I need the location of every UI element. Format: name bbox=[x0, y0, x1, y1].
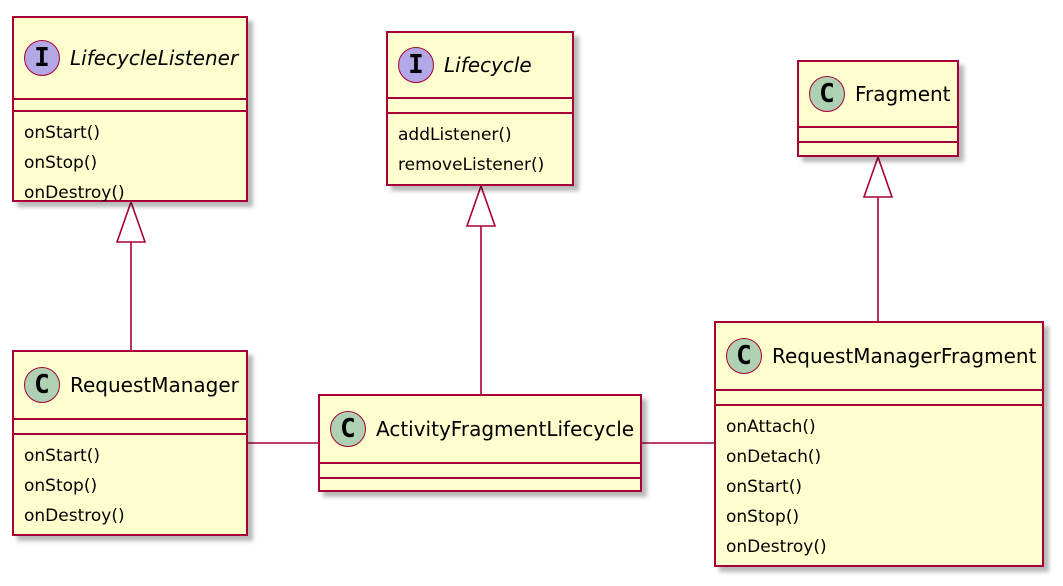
generalization-requestmanagerfragment-fragment bbox=[862, 154, 894, 321]
methods-section bbox=[799, 141, 957, 154]
class-header: C RequestManagerFragment bbox=[716, 323, 1042, 389]
class-badge-icon: C bbox=[726, 338, 762, 374]
method-item: onDestroy() bbox=[24, 506, 125, 526]
method-item: onAttach() bbox=[726, 417, 816, 437]
class-activityfragmentlifecycle[interactable]: C ActivityFragmentLifecycle bbox=[318, 394, 642, 492]
method-item: onStart() bbox=[24, 123, 100, 143]
class-name: RequestManager bbox=[70, 373, 239, 397]
method-item: onDestroy() bbox=[24, 183, 125, 203]
class-name: LifecycleListener bbox=[70, 46, 239, 70]
attributes-section bbox=[716, 389, 1042, 404]
methods-section: onStart() onStop() onDestroy() bbox=[14, 433, 246, 535]
class-lifecyclelistener[interactable]: I LifecycleListener onStart() onStop() o… bbox=[12, 16, 248, 203]
method-item: onStop() bbox=[24, 476, 98, 496]
attributes-section bbox=[388, 97, 572, 112]
class-name: Fragment bbox=[855, 82, 951, 106]
method-item: addListener() bbox=[398, 125, 512, 145]
interface-badge-icon: I bbox=[398, 47, 434, 83]
class-fragment[interactable]: C Fragment bbox=[797, 60, 959, 157]
attributes-section bbox=[14, 98, 246, 110]
generalization-requestmanager-lifecyclelistener bbox=[115, 199, 147, 350]
class-name: RequestManagerFragment bbox=[772, 344, 1037, 368]
method-item: onStop() bbox=[24, 153, 98, 173]
class-requestmanagerfragment[interactable]: C RequestManagerFragment onAttach() onDe… bbox=[714, 321, 1044, 567]
method-item: removeListener() bbox=[398, 155, 545, 175]
class-lifecycle[interactable]: I Lifecycle addListener() removeListener… bbox=[386, 31, 574, 186]
method-item: onStart() bbox=[726, 477, 802, 497]
class-name: Lifecycle bbox=[444, 53, 532, 77]
class-header: C RequestManager bbox=[14, 352, 246, 418]
class-header: I Lifecycle bbox=[388, 33, 572, 97]
class-badge-icon: C bbox=[330, 411, 366, 447]
class-name: ActivityFragmentLifecycle bbox=[376, 417, 635, 441]
methods-section: onAttach() onDetach() onStart() onStop()… bbox=[716, 404, 1042, 566]
class-requestmanager[interactable]: C RequestManager onStart() onStop() onDe… bbox=[12, 350, 248, 536]
methods-section bbox=[320, 477, 640, 489]
attributes-section bbox=[14, 418, 246, 433]
class-header: I LifecycleListener bbox=[14, 18, 246, 98]
methods-section: addListener() removeListener() bbox=[388, 112, 572, 184]
class-badge-icon: C bbox=[809, 76, 845, 112]
methods-section: onStart() onStop() onDestroy() bbox=[14, 110, 246, 212]
attributes-section bbox=[320, 462, 640, 477]
interface-badge-icon: I bbox=[24, 40, 60, 76]
generalization-activityfragmentlifecycle-lifecycle bbox=[465, 183, 497, 394]
class-header: C ActivityFragmentLifecycle bbox=[320, 396, 640, 462]
class-header: C Fragment bbox=[799, 62, 957, 126]
class-badge-icon: C bbox=[24, 367, 60, 403]
method-item: onStop() bbox=[726, 507, 800, 527]
attributes-section bbox=[799, 126, 957, 141]
method-item: onDestroy() bbox=[726, 537, 827, 557]
method-item: onStart() bbox=[24, 446, 100, 466]
method-item: onDetach() bbox=[726, 447, 822, 467]
